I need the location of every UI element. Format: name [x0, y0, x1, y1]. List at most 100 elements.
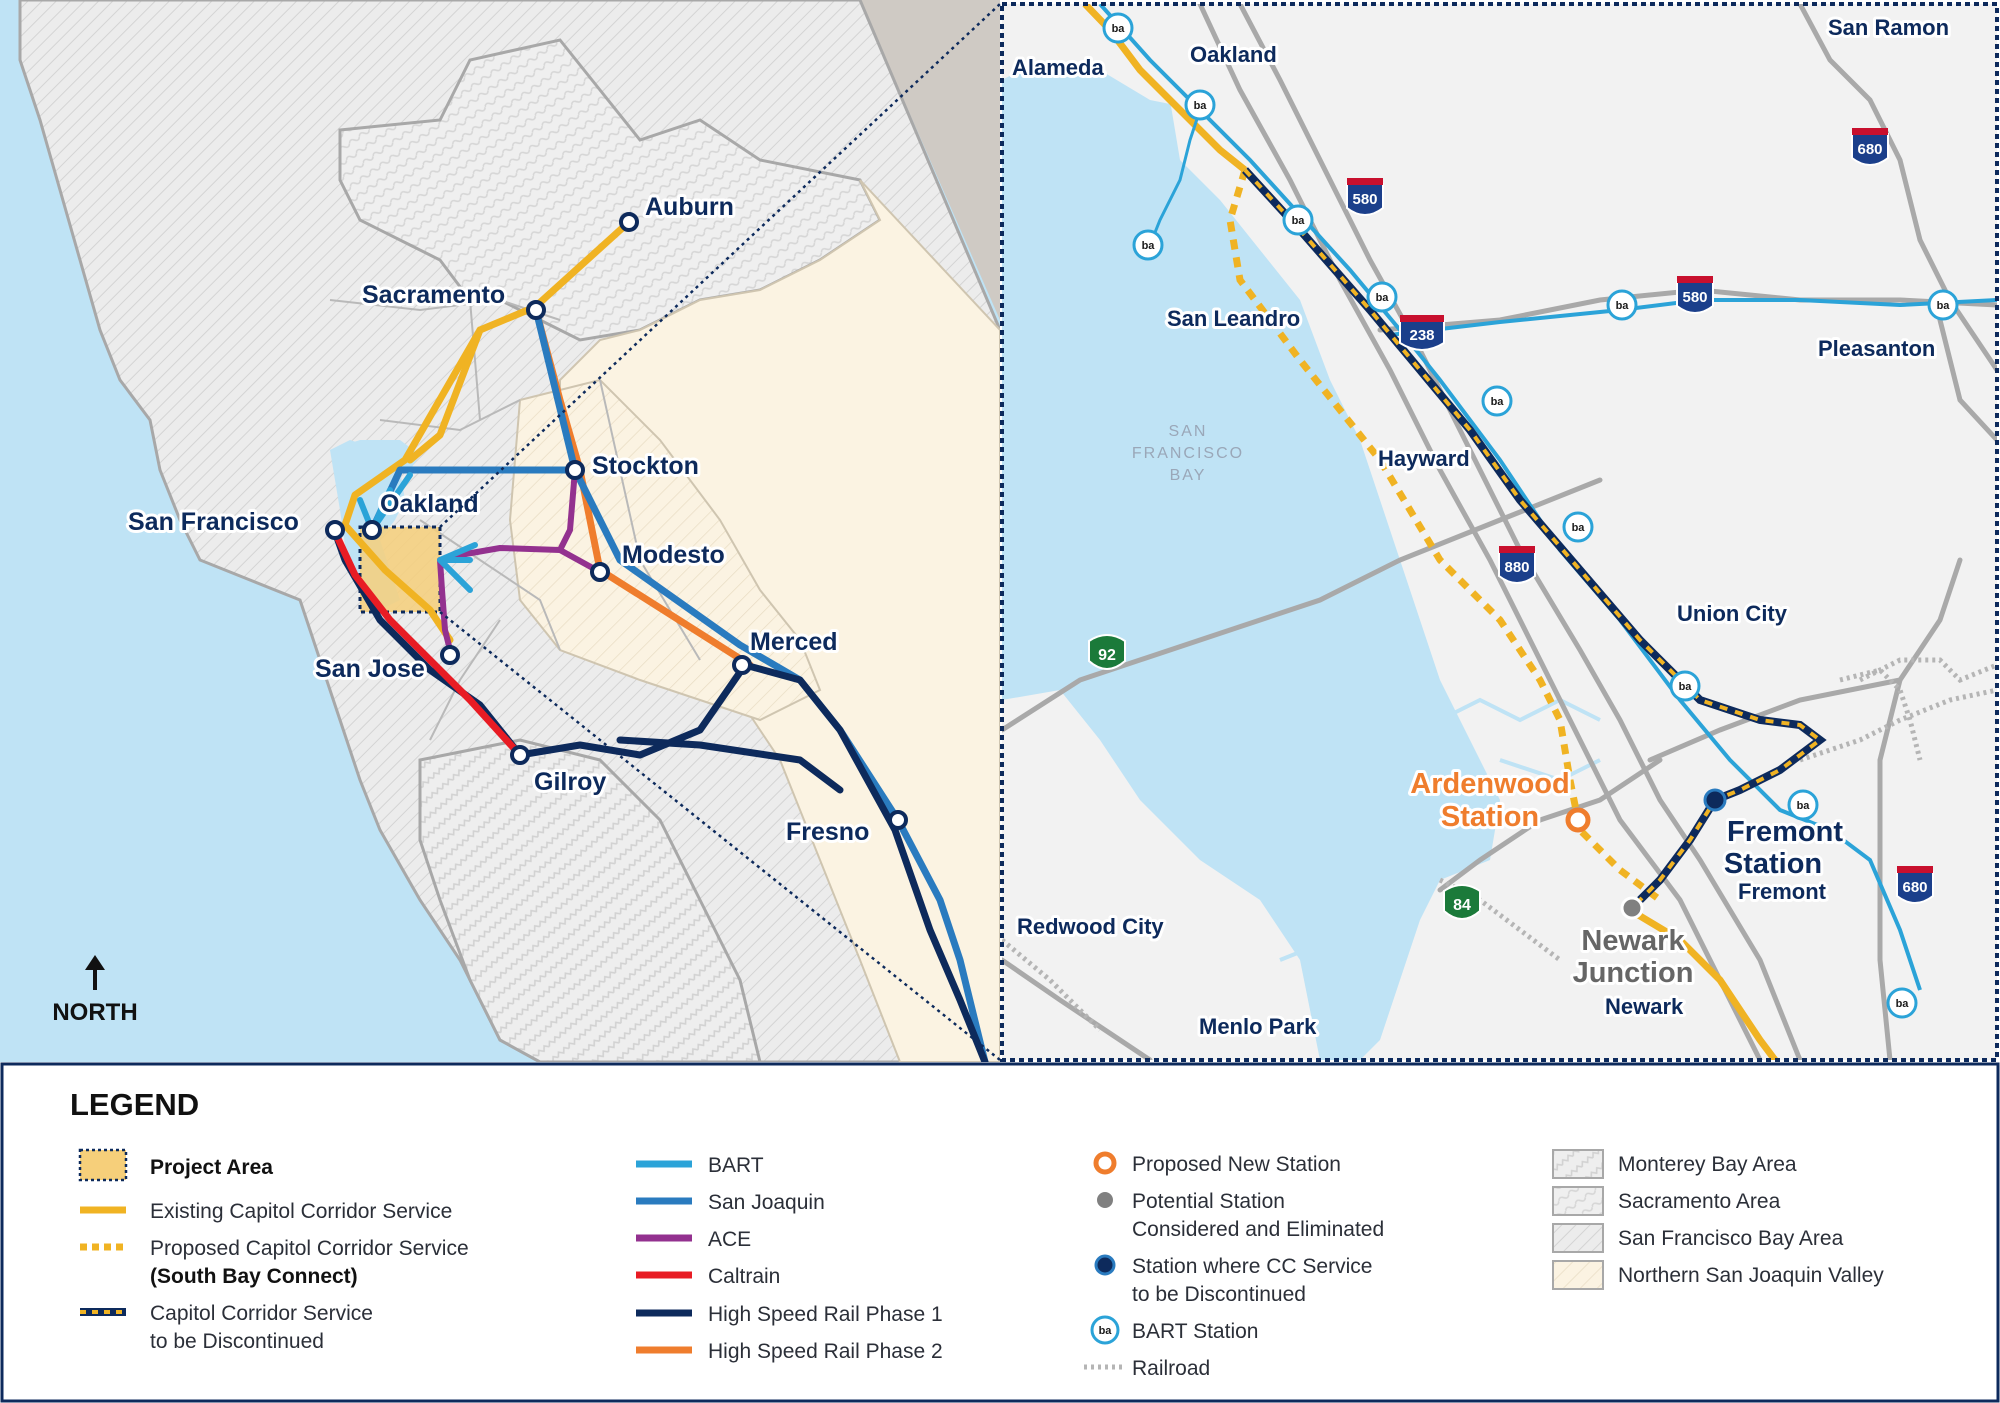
bart-station-icon: ba [1669, 670, 1701, 702]
legend-swatch-sacramento-area [1552, 1186, 1604, 1216]
ace-upper [557, 467, 578, 553]
bart-line-main [1098, 4, 1922, 991]
legend-hsr1: High Speed Rail Phase 1 [708, 1303, 943, 1326]
legend-cc-discontinued-station-1: Station where CC Service [1132, 1255, 1372, 1278]
city-label-fresno: Fresno [786, 818, 869, 846]
newark-junction-label: Newark Junction [1570, 922, 1697, 992]
svg-text:ba: ba [1572, 522, 1586, 534]
gilroy-station [510, 745, 530, 765]
i680-shield-a: 680 [1851, 128, 1889, 166]
caltrain-line [331, 528, 524, 759]
bart-station-icon: ba [1132, 229, 1164, 261]
ardenwood-station-marker [1565, 807, 1591, 833]
svg-text:FRANCISCO: FRANCISCO [1132, 445, 1244, 462]
legend-sacramento-area: Sacramento Area [1618, 1190, 1781, 1213]
svg-text:580: 580 [1682, 289, 1707, 306]
place-label-hayward: Hayward [1378, 446, 1470, 471]
sr84-shield: 84 [1443, 884, 1481, 920]
svg-text:84: 84 [1453, 897, 1471, 914]
legend-title: LEGEND [70, 1087, 199, 1122]
bart-line-west [1148, 109, 1202, 246]
inset-oakland-land [1002, 4, 1997, 720]
fremont-station-marker [1703, 788, 1727, 812]
inset-marsh [1279, 697, 1601, 962]
svg-text:ba: ba [1112, 23, 1126, 35]
proposed-capitol-corridor [1226, 168, 1663, 903]
legend-caltrain: Caltrain [708, 1265, 780, 1288]
legend-swatch-project-area [78, 1148, 128, 1182]
north-arrow: NORTH [52, 955, 138, 1026]
place-label-oakland: Oakland [1190, 42, 1277, 67]
inset-connector-bottom [439, 611, 1001, 1061]
svg-text:ba: ba [1797, 800, 1811, 812]
regional-stations [325, 212, 908, 830]
north-label: NORTH [52, 999, 137, 1026]
legend: LEGEND Project Area Existing Capitol Cor… [0, 1062, 2000, 1403]
place-label-pleasanton: Pleasanton [1818, 336, 1935, 361]
legend-swatch-cc-discontinued-station [1094, 1254, 1116, 1276]
fresno-station [888, 810, 908, 830]
hsr-phase1-loop [616, 736, 844, 794]
monterey-bay-area [418, 738, 762, 1062]
legend-ace: ACE [708, 1228, 751, 1251]
merced-station [732, 655, 752, 675]
i680-shield-b: 680 [1896, 866, 1934, 904]
svg-text:ba: ba [1896, 998, 1910, 1010]
legend-monterey: Monterey Bay Area [1618, 1153, 1797, 1176]
city-label-gilroy: Gilroy [534, 768, 606, 796]
legend-potential-station-1: Potential Station [1132, 1190, 1285, 1213]
city-label-sacramento: Sacramento [362, 281, 505, 309]
city-label-merced: Merced [750, 628, 838, 656]
i580-shield-b: 580 [1676, 276, 1714, 314]
bart-stations: ba ba ba ba ba ba ba ba ba ba ba ba [1102, 12, 1959, 1019]
inset-place-labels: Alameda Oakland San Ramon San Leandro Pl… [1009, 12, 1952, 1042]
inset-peninsula [1002, 690, 1320, 1060]
bart-station-icon: ba [1562, 511, 1594, 543]
city-label-san-jose: San Jose [315, 655, 425, 683]
place-label-san-ramon: San Ramon [1828, 15, 1949, 40]
san-francisco-station [325, 520, 345, 540]
svg-text:680: 680 [1857, 141, 1882, 158]
legend-proposed-cc-2: (South Bay Connect) [150, 1265, 358, 1288]
svg-text:Fremont: Fremont [1727, 816, 1843, 848]
city-label-auburn: Auburn [645, 193, 734, 221]
capitol-corridor-line [341, 218, 633, 644]
sf-bay-label: SAN FRANCISCO BAY [1132, 423, 1244, 484]
fremont-station-label: Fremont Station [1721, 813, 1846, 883]
place-label-alameda: Alameda [1012, 55, 1104, 80]
legend-swatch-sf-bay-area [1552, 1223, 1604, 1253]
legend-swatch-bart-station-icon: ba [1090, 1315, 1120, 1345]
svg-text:238: 238 [1409, 327, 1434, 344]
bart-station-icon: ba [1366, 281, 1398, 313]
place-label-union-city: Union City [1677, 601, 1788, 626]
i880-shield: 880 [1498, 546, 1536, 584]
bart-station-icon: ba [1481, 385, 1513, 417]
legend-discontinued-1: Capitol Corridor Service [150, 1302, 373, 1325]
legend-cc-discontinued-station-2: to be Discontinued [1132, 1283, 1306, 1306]
svg-text:ba: ba [1099, 1325, 1113, 1337]
legend-hsr2: High Speed Rail Phase 2 [708, 1340, 943, 1363]
bart-station-icon: ba [1927, 289, 1959, 321]
newark-junction-marker [1620, 896, 1644, 920]
existing-capitol-corridor-south [1628, 906, 1778, 1060]
svg-text:SAN: SAN [1169, 423, 1208, 440]
city-label-stockton: Stockton [592, 452, 699, 480]
bart-station-icon: ba [1886, 987, 1918, 1019]
highway-shields: 580 238 580 680 680 [1088, 128, 1934, 920]
north-arrow-icon [85, 955, 105, 970]
oakland-station [362, 520, 382, 540]
svg-text:ba: ba [1292, 215, 1306, 227]
place-label-redwood-city: Redwood City [1017, 914, 1164, 939]
i238-shield: 238 [1399, 315, 1445, 351]
sacramento-station [526, 300, 546, 320]
legend-proposed-station: Proposed New Station [1132, 1153, 1341, 1176]
modesto-station [590, 562, 610, 582]
legend-bart-station: BART Station [1132, 1320, 1258, 1343]
svg-text:ba: ba [1491, 396, 1505, 408]
svg-text:680: 680 [1902, 879, 1927, 896]
place-label-san-leandro: San Leandro [1167, 306, 1300, 331]
place-label-newark: Newark [1605, 994, 1684, 1019]
city-label-san-francisco: San Francisco [128, 508, 299, 536]
